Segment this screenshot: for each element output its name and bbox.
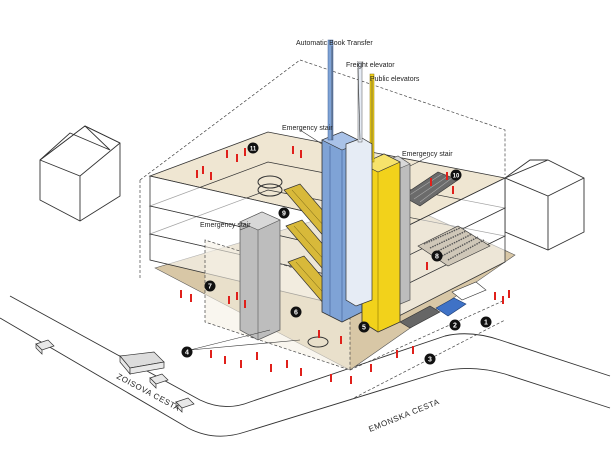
vehicles xyxy=(35,339,195,413)
label-public-elevators: Public elevators xyxy=(370,76,420,83)
bus xyxy=(119,351,165,375)
freight-elevator-shaft xyxy=(345,61,373,307)
marker-7: 7 xyxy=(204,280,216,292)
neighbor-house-right xyxy=(504,159,585,251)
marker-4: 4 xyxy=(181,346,193,358)
leader-lines xyxy=(189,46,431,351)
label-book-transfer: Automatic Book Transfer xyxy=(296,40,373,47)
car-1 xyxy=(35,339,55,355)
label-emergency-stair-3: Emergency stair xyxy=(200,222,251,229)
marker-5: 5 xyxy=(358,321,370,333)
roof-stair-hatch xyxy=(401,171,459,207)
marker-2: 2 xyxy=(449,319,461,331)
label-emergency-stair-1: Emergency stair xyxy=(282,125,333,132)
marker-6: 6 xyxy=(290,306,302,318)
marker-8: 8 xyxy=(431,250,443,262)
people xyxy=(180,146,510,384)
entrance-canopy xyxy=(399,281,487,329)
svg-text:2: 2 xyxy=(453,323,457,330)
marker-3: 3 xyxy=(424,353,436,365)
marker-1: 1 xyxy=(480,316,492,328)
street-name-west: ZOISOVA CESTA xyxy=(115,372,182,413)
street-name-south: EMONSKA CESTA xyxy=(367,397,441,434)
svg-text:10: 10 xyxy=(453,174,460,180)
marker-11: 11 xyxy=(247,142,259,154)
label-freight-elevator: Freight elevator xyxy=(346,62,395,69)
svg-text:11: 11 xyxy=(250,147,257,153)
svg-text:4: 4 xyxy=(185,350,189,357)
svg-text:7: 7 xyxy=(208,284,212,291)
svg-text:3: 3 xyxy=(428,357,432,364)
car-2 xyxy=(149,373,169,389)
car-3 xyxy=(175,397,195,413)
marker-9: 9 xyxy=(278,207,290,219)
svg-text:5: 5 xyxy=(362,325,366,332)
svg-text:9: 9 xyxy=(282,211,286,218)
svg-text:6: 6 xyxy=(294,310,298,317)
svg-text:1: 1 xyxy=(484,320,488,327)
marker-10: 10 xyxy=(450,169,462,181)
label-emergency-stair-2: Emergency stair xyxy=(402,151,453,158)
neighbor-house-left xyxy=(39,125,121,222)
svg-text:8: 8 xyxy=(435,254,439,261)
emergency-stair-core-left xyxy=(239,211,281,341)
